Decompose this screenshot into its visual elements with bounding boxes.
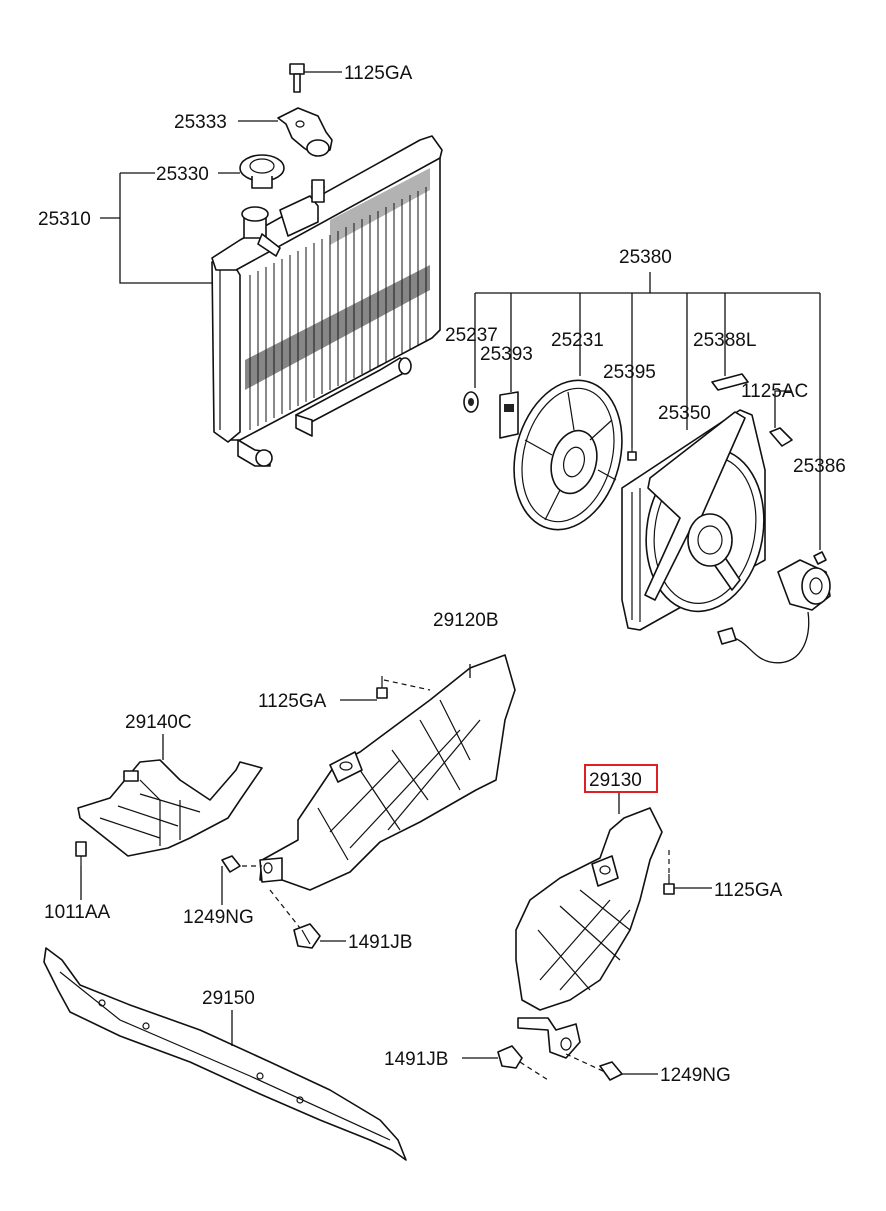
label-25388l[interactable]: 25388L [693,330,756,351]
screw-1249ng-left [221,855,241,873]
bolt-top [289,63,305,93]
label-25395[interactable]: 25395 [603,362,656,383]
mount-line-29130-screw [565,1053,606,1073]
label-1249ng-left[interactable]: 1249NG [183,907,254,928]
label-25330[interactable]: 25330 [156,164,209,185]
highlight-box-29130 [584,764,658,793]
radiator [211,135,443,467]
mount-line-29120b [383,679,431,691]
bolt-1011aa [75,841,87,866]
label-29150[interactable]: 29150 [202,988,255,1009]
label-29130[interactable]: 29130 [589,770,642,791]
label-1125ga-right[interactable]: 1125GA [714,880,783,901]
label-25393[interactable]: 25393 [480,344,533,365]
label-29120b[interactable]: 29120B [433,610,499,631]
bolt-1125ga-right [663,874,675,895]
mounting-bracket [277,107,333,157]
screw [627,448,637,461]
label-25380[interactable]: 25380 [619,247,672,268]
label-25310[interactable]: 25310 [38,209,91,230]
side-cover-29120b [259,654,516,891]
label-25386[interactable]: 25386 [793,456,846,477]
label-1491jb-bottom[interactable]: 1491JB [384,1049,448,1070]
part-labels: 1125GA 25333 25330 25310 25380 25237 253… [38,63,846,1086]
clip-1491jb-left [293,923,321,949]
label-1011aa[interactable]: 1011AA [44,902,111,923]
fan-motor [717,551,831,664]
radiator-cap [239,154,285,189]
bolt-shroud [769,427,793,447]
screw-1249ng-bottom [599,1061,623,1081]
fan-blade [513,379,623,531]
label-1125ac[interactable]: 1125AC [741,381,808,402]
label-25237[interactable]: 25237 [445,325,498,346]
label-25231[interactable]: 25231 [551,330,604,351]
label-25333[interactable]: 25333 [174,112,227,133]
mount-line-29130-bottom [519,1061,549,1081]
mount-line-clip-left [269,889,301,929]
clip [499,391,519,439]
warning-label [711,373,749,391]
lower-brace-29150 [43,947,407,1161]
leader-lines [80,71,821,1075]
label-1125ga-top[interactable]: 1125GA [344,63,413,84]
bolt-29120b [376,676,388,699]
label-1125ga-mid[interactable]: 1125GA [258,691,327,712]
label-1249ng-bottom[interactable]: 1249NG [660,1065,731,1086]
clip-1491jb-bottom [497,1045,523,1069]
label-1491jb-left[interactable]: 1491JB [348,932,412,953]
lower-cover-29140c [77,759,263,857]
label-25350[interactable]: 25350 [658,403,711,424]
side-cover-29130 [515,807,663,1059]
label-29140c[interactable]: 29140C [125,712,192,733]
fan-shroud [621,409,766,631]
